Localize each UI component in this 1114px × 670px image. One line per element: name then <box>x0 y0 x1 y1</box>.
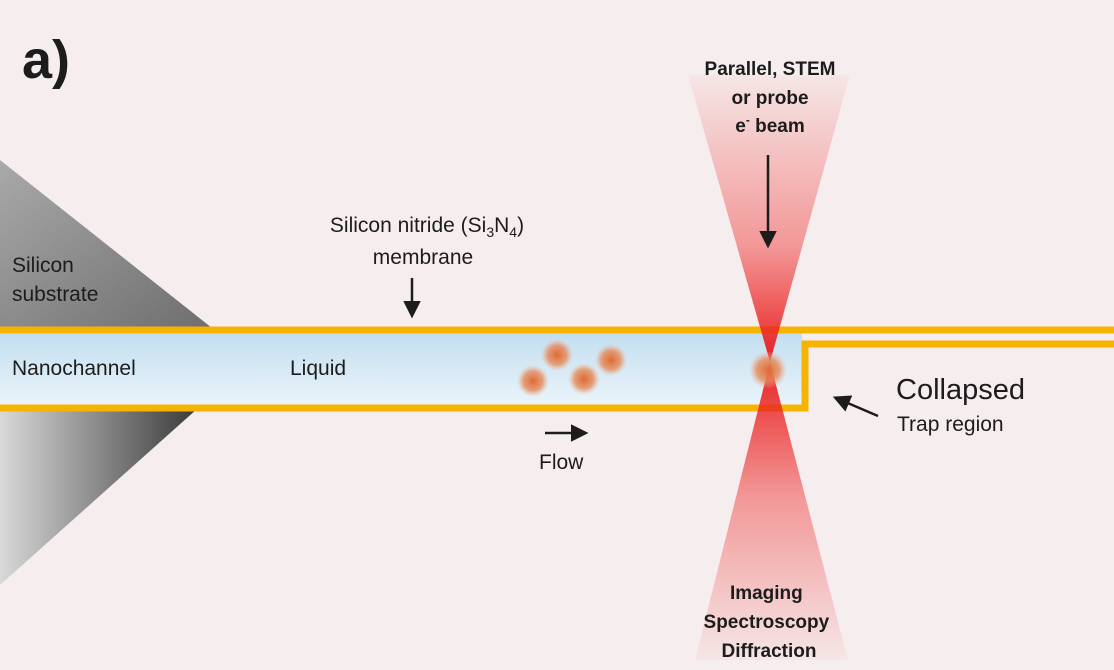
liquid-region <box>0 333 802 405</box>
particle <box>568 363 600 395</box>
silicon-substrate-label: Silicon substrate <box>12 254 98 306</box>
nanochannel-label: Nanochannel <box>12 357 136 380</box>
silicon-substrate-lower <box>0 409 197 585</box>
electron-beam-transmitted <box>695 362 848 660</box>
silicon-substrate-upper <box>0 160 212 328</box>
detection-label: Imaging Spectroscopy Diffraction <box>704 583 835 662</box>
particle <box>517 365 549 397</box>
beam-label-line2: or probe <box>731 88 808 109</box>
membrane-label: Silicon nitride (Si3N4) <box>330 214 524 240</box>
particle <box>595 344 627 376</box>
trap-region-arrow <box>832 395 879 418</box>
beam-label-line3: e- beam <box>735 113 805 137</box>
liquid-label: Liquid <box>290 357 346 380</box>
panel-label: a) <box>22 30 70 90</box>
flow-label: Flow <box>539 451 584 474</box>
collapsed-label: Collapsed <box>896 374 1025 406</box>
membrane-label-line2: membrane <box>373 246 473 269</box>
membrane-bottom <box>0 340 1114 412</box>
trap-region-label: Trap region <box>897 413 1004 436</box>
beam-label-line1: Parallel, STEM <box>705 59 836 80</box>
trapped-particle <box>749 351 787 389</box>
particle <box>541 339 573 371</box>
